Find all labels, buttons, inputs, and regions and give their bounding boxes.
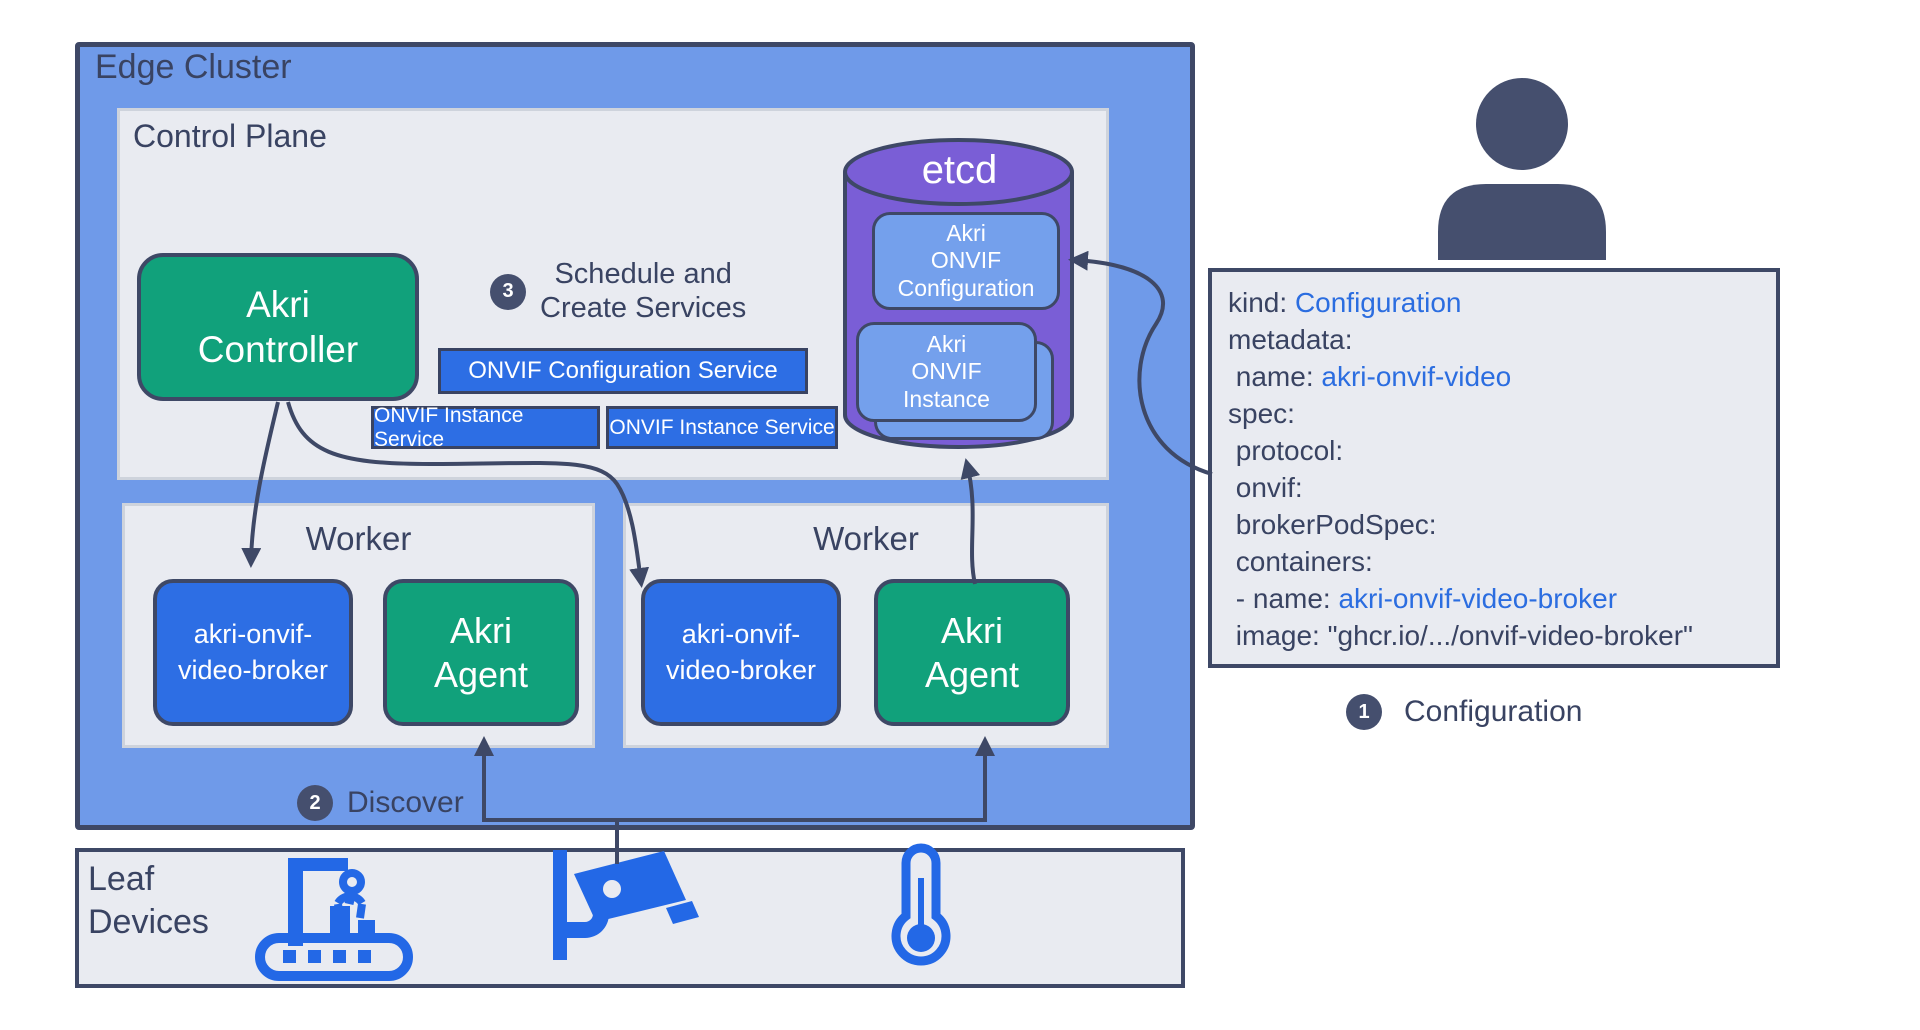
- yaml-key: spec:: [1228, 398, 1295, 429]
- control-plane-title: Control Plane: [133, 118, 327, 154]
- yaml-line: spec:: [1228, 395, 1776, 432]
- step3-schedule: 3 Schedule and Create Services: [490, 258, 746, 325]
- step2-discover: 2 Discover: [297, 785, 464, 821]
- yaml-line: kind: Configuration: [1228, 284, 1776, 321]
- configuration-yaml-card: kind: Configuration metadata: name: akri…: [1208, 268, 1780, 668]
- onvif-instance-service-right: ONVIF Instance Service: [606, 406, 838, 449]
- step2-badge: 2: [297, 785, 333, 821]
- onvif-configuration-service: ONVIF Configuration Service: [438, 348, 808, 394]
- yaml-line: name: akri-onvif-video: [1228, 358, 1776, 395]
- step3-label: Schedule and Create Services: [540, 258, 747, 324]
- akri-onvif-configuration-box: Akri ONVIF Configuration: [872, 212, 1060, 310]
- yaml-key: kind:: [1228, 287, 1295, 318]
- worker2-broker-pod: akri-onvif- video-broker: [641, 579, 841, 726]
- yaml-line: onvif:: [1228, 469, 1776, 506]
- yaml-line: containers:: [1228, 543, 1776, 580]
- yaml-line: - name: akri-onvif-video-broker: [1228, 580, 1776, 617]
- step1-badge: 1: [1346, 694, 1382, 730]
- worker1-akri-agent: Akri Agent: [383, 579, 579, 726]
- yaml-key: - name:: [1228, 583, 1339, 614]
- leaf-devices-box: [75, 848, 1185, 988]
- worker-1-title: Worker: [305, 520, 412, 557]
- yaml-key: onvif:: [1228, 472, 1303, 503]
- leaf-devices-title: Leaf Devices: [88, 860, 209, 941]
- akri-onvif-instance-box: Akri ONVIF Instance: [856, 322, 1037, 422]
- edge-cluster-title: Edge Cluster: [95, 48, 292, 86]
- yaml-key: metadata:: [1228, 324, 1353, 355]
- person-icon: [1438, 78, 1606, 260]
- worker1-broker-pod: akri-onvif- video-broker: [153, 579, 353, 726]
- yaml-key: name:: [1228, 361, 1322, 392]
- yaml-value: Configuration: [1294, 287, 1462, 318]
- yaml-key: image: "ghcr.io/.../onvif-video-broker": [1228, 620, 1693, 651]
- yaml-line: protocol:: [1228, 432, 1776, 469]
- yaml-value: akri-onvif-video-broker: [1338, 583, 1618, 614]
- onvif-instance-service-left: ONVIF Instance Service: [371, 404, 600, 451]
- yaml-key: brokerPodSpec:: [1228, 509, 1437, 540]
- yaml-line: brokerPodSpec:: [1228, 506, 1776, 543]
- yaml-key: protocol:: [1228, 435, 1344, 466]
- step1-label: Configuration: [1404, 695, 1583, 728]
- step1-configuration: 1 Configuration: [1346, 694, 1582, 730]
- yaml-line: image: "ghcr.io/.../onvif-video-broker": [1228, 617, 1776, 654]
- yaml-key: containers:: [1228, 546, 1373, 577]
- yaml-value: akri-onvif-video: [1321, 361, 1512, 392]
- yaml-line: metadata:: [1228, 321, 1776, 358]
- step2-label: Discover: [347, 786, 464, 819]
- akri-controller-node: Akri Controller: [137, 253, 419, 401]
- step3-badge: 3: [490, 273, 526, 310]
- worker-2-title: Worker: [813, 520, 919, 557]
- etcd-title: etcd: [921, 148, 998, 192]
- worker2-akri-agent: Akri Agent: [874, 579, 1070, 726]
